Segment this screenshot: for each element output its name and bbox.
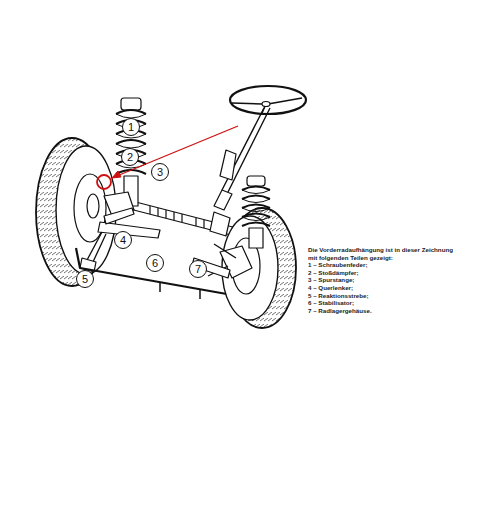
callout-number: 6 <box>146 254 164 272</box>
legend-line: 4 – Querlenker; <box>308 284 496 292</box>
callout-number: 3 <box>151 163 169 181</box>
legend-line: 7 – Radlagergehäuse. <box>308 307 496 315</box>
legend-line: 3 – Spurstange; <box>308 276 496 284</box>
callout-number: 7 <box>189 260 207 278</box>
callout-number: 1 <box>122 118 140 136</box>
legend-line: 1 – Schraubenfeder; <box>308 261 496 269</box>
legend-line: 5 – Reaktionsstrebe; <box>308 292 496 300</box>
legend-line: 6 – Stabilisator; <box>308 299 496 307</box>
callout-number: 4 <box>114 231 132 249</box>
callout-number: 2 <box>121 148 139 166</box>
callout-number: 5 <box>76 270 94 288</box>
legend-line: 2 – Stoßdämpfer; <box>308 269 496 277</box>
legend-line: Die Vorderradaufhängung ist in dieser Ze… <box>308 246 496 254</box>
parts-legend: Die Vorderradaufhängung ist in dieser Ze… <box>308 246 496 314</box>
legend-line: mit folgenden Teilen gezeigt: <box>308 254 496 262</box>
